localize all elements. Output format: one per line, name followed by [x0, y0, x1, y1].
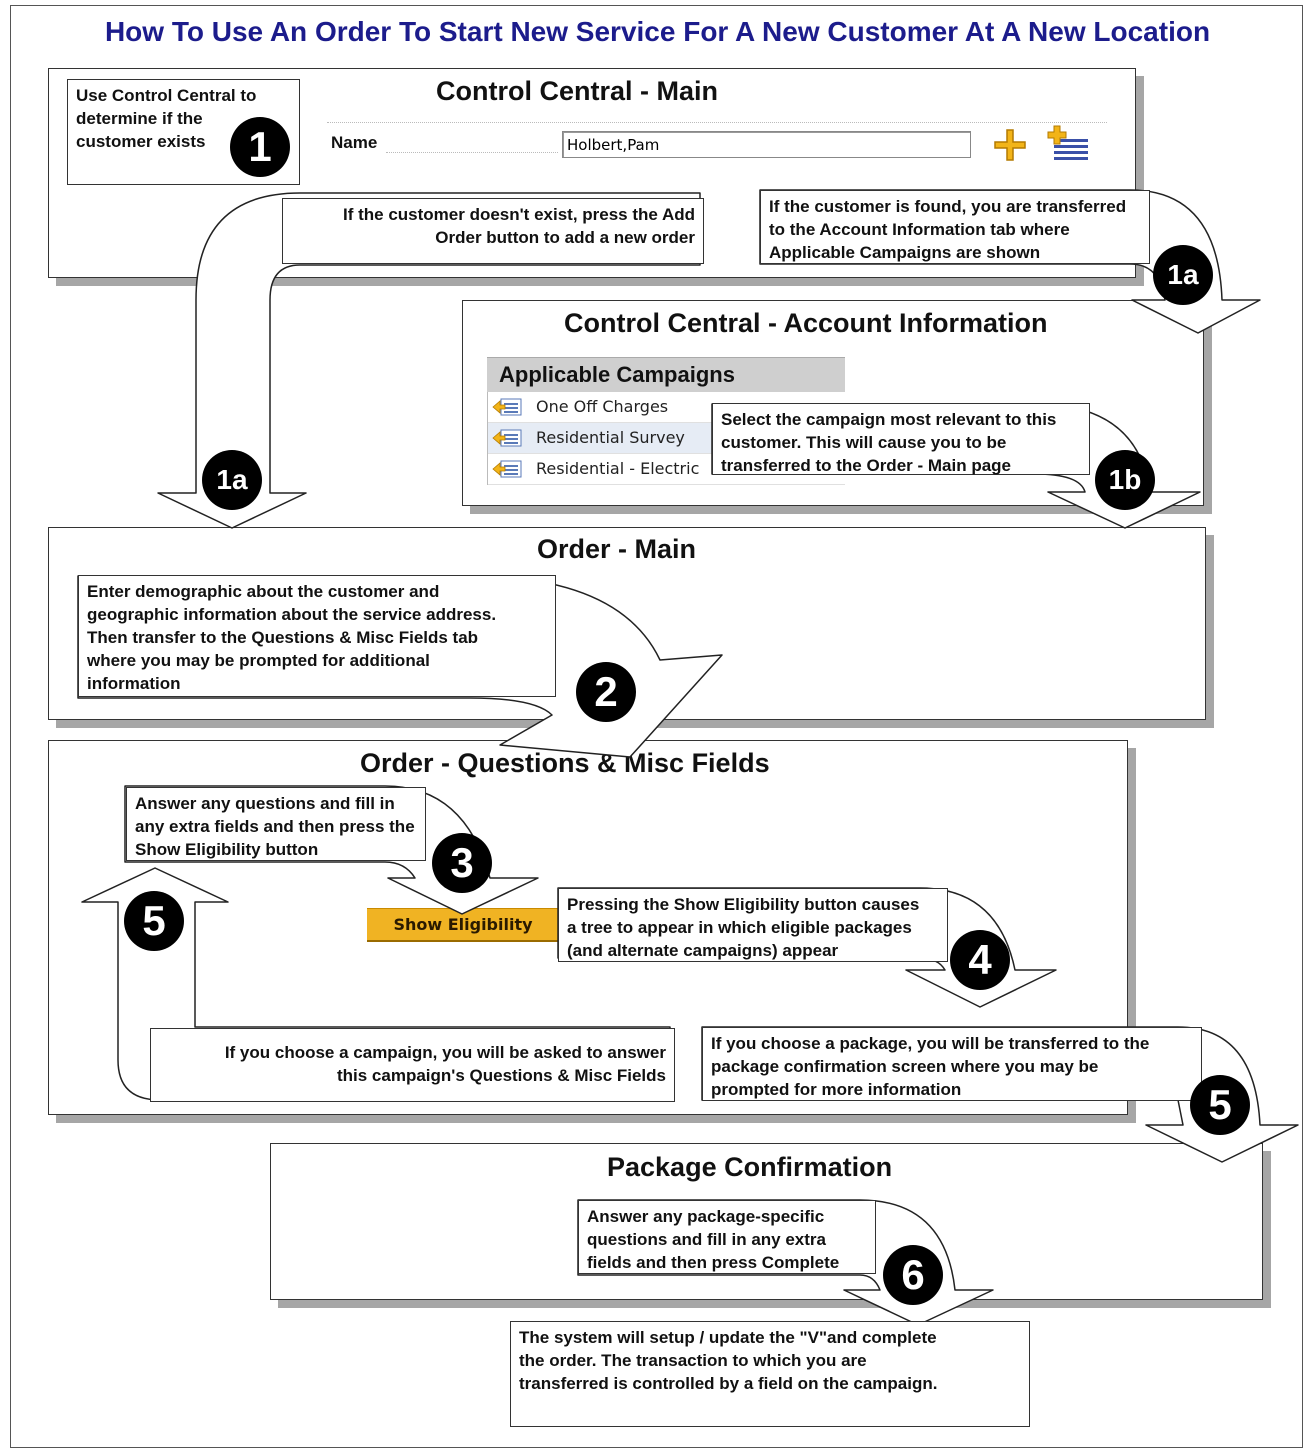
step-badge-1b: 1b — [1095, 450, 1155, 510]
note-choose-package: If you choose a package, you will be tra… — [702, 1027, 1202, 1101]
name-label: Name — [331, 133, 378, 152]
panel-title-package-confirmation: Package Confirmation — [607, 1152, 893, 1182]
add-list-icon[interactable] — [1046, 125, 1090, 161]
step-badge-1a-top: 1a — [1153, 245, 1213, 305]
campaign-icon — [492, 397, 524, 421]
step-badge-6: 6 — [883, 1245, 943, 1305]
step-badge-3: 3 — [432, 833, 492, 893]
note-system-complete: The system will setup / update the "V"an… — [510, 1321, 1030, 1427]
name-input[interactable] — [562, 131, 971, 158]
step-badge-1: 1 — [230, 117, 290, 177]
campaign-label: Residential Survey — [536, 428, 685, 447]
note-answer-questions: Answer any questions and fill in any ext… — [126, 787, 426, 861]
show-eligibility-button[interactable]: Show Eligibility — [367, 908, 559, 942]
panel-title-control-central-main: Control Central - Main — [436, 76, 718, 106]
step-badge-1a-left: 1a — [202, 450, 262, 510]
panel-title-account-information: Control Central - Account Information — [564, 308, 1048, 338]
note-package-questions: Answer any package-specific questions an… — [578, 1200, 876, 1274]
panel-title-questions-misc: Order - Questions & Misc Fields — [360, 748, 770, 778]
step-badge-5-right: 5 — [1190, 1075, 1250, 1135]
campaigns-header: Applicable Campaigns — [487, 357, 845, 392]
note-choose-campaign: If you choose a campaign, you will be as… — [150, 1028, 675, 1102]
note-select-campaign: Select the campaign most relevant to thi… — [712, 403, 1090, 475]
page-frame — [10, 5, 1303, 1448]
name-row-rule — [327, 122, 1107, 123]
page-title: How To Use An Order To Start New Service… — [104, 16, 1211, 47]
step-badge-5-left: 5 — [124, 891, 184, 951]
note-customer-found: If the customer is found, you are transf… — [760, 190, 1150, 264]
name-row-dots — [386, 152, 558, 153]
campaign-label: One Off Charges — [536, 397, 669, 416]
campaign-icon — [492, 428, 524, 452]
add-order-icon[interactable] — [992, 127, 1028, 163]
panel-title-order-main: Order - Main — [537, 534, 697, 564]
note-demographic: Enter demographic about the customer and… — [78, 575, 556, 697]
step-badge-2: 2 — [576, 662, 636, 722]
campaign-icon — [492, 459, 524, 483]
step-badge-4: 4 — [950, 930, 1010, 990]
note-add-order: If the customer doesn't exist, press the… — [282, 198, 704, 264]
note-eligibility: Pressing the Show Eligibility button cau… — [558, 888, 948, 962]
campaign-label: Residential - Electric — [536, 459, 700, 478]
